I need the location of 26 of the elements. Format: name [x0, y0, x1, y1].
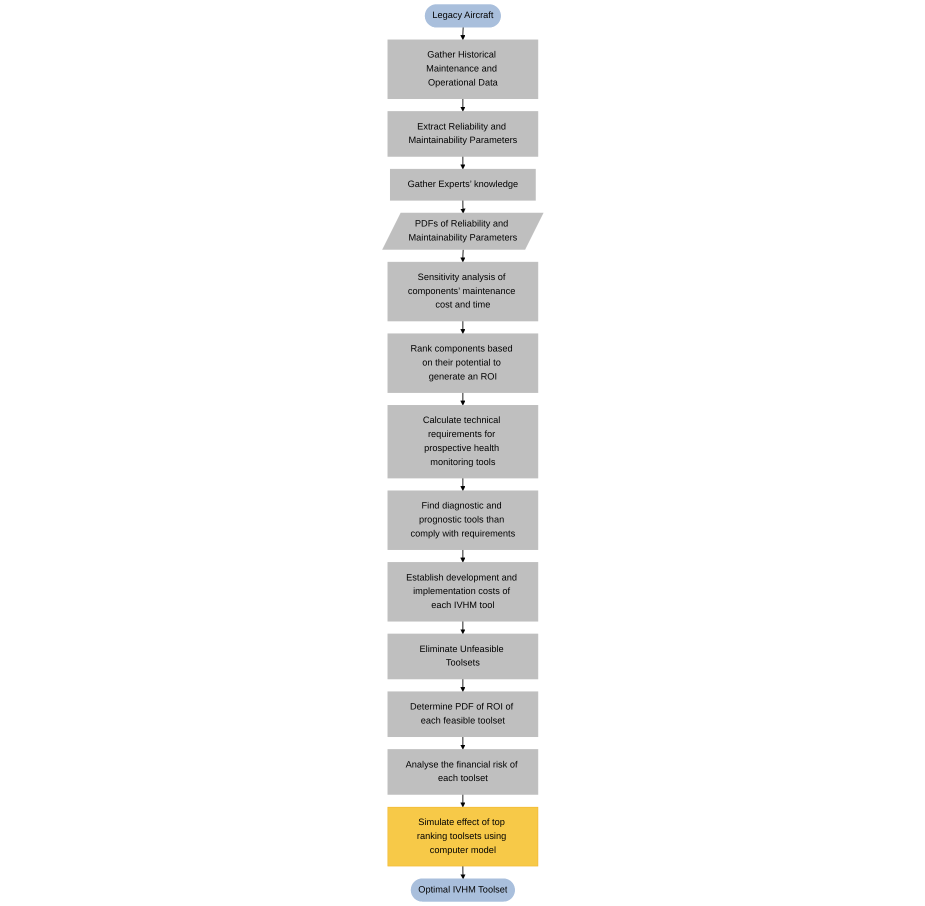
- node-box: Simulate effect of top ranking toolsets using computer model: [387, 806, 538, 866]
- node-box: Determine PDF of ROI of each feasible toolset: [387, 691, 538, 738]
- arrow: [460, 478, 466, 492]
- node-box: Find diagnostic and prognostic tools than comply with requirements: [387, 490, 538, 550]
- node-box: Gather Historical Maintenance and Operational Data: [387, 40, 538, 100]
- arrow: [460, 866, 466, 880]
- node-box: Rank components based on their potential to generate an ROI: [387, 333, 538, 393]
- node-box: Eliminate Unfeasible Toolsets: [387, 634, 538, 680]
- node-box: Analyse the financial risk of each toolset: [387, 749, 538, 795]
- arrow: [460, 620, 466, 634]
- node-box: Gather Experts’ knowledge: [390, 168, 536, 201]
- arrow: [460, 249, 466, 262]
- arrow: [460, 156, 466, 170]
- arrow: [460, 794, 466, 808]
- arrow: [460, 27, 466, 40]
- arrow: [460, 392, 466, 406]
- arrow: [460, 736, 466, 750]
- node-box: Establish development and implementation costs of each IVHM tool: [387, 562, 538, 622]
- arrow: [460, 678, 466, 692]
- arrow: [460, 98, 466, 112]
- arrow: [460, 320, 466, 334]
- arrow: [460, 200, 466, 214]
- node-box: Extract Reliability and Maintainability Parameters: [387, 111, 538, 157]
- arrow: [460, 549, 466, 563]
- node-box: Sensitivity analysis of components’ maintenance cost and time: [387, 262, 538, 322]
- node-box: Calculate technical requirements for prospective health monitoring tools: [387, 405, 538, 478]
